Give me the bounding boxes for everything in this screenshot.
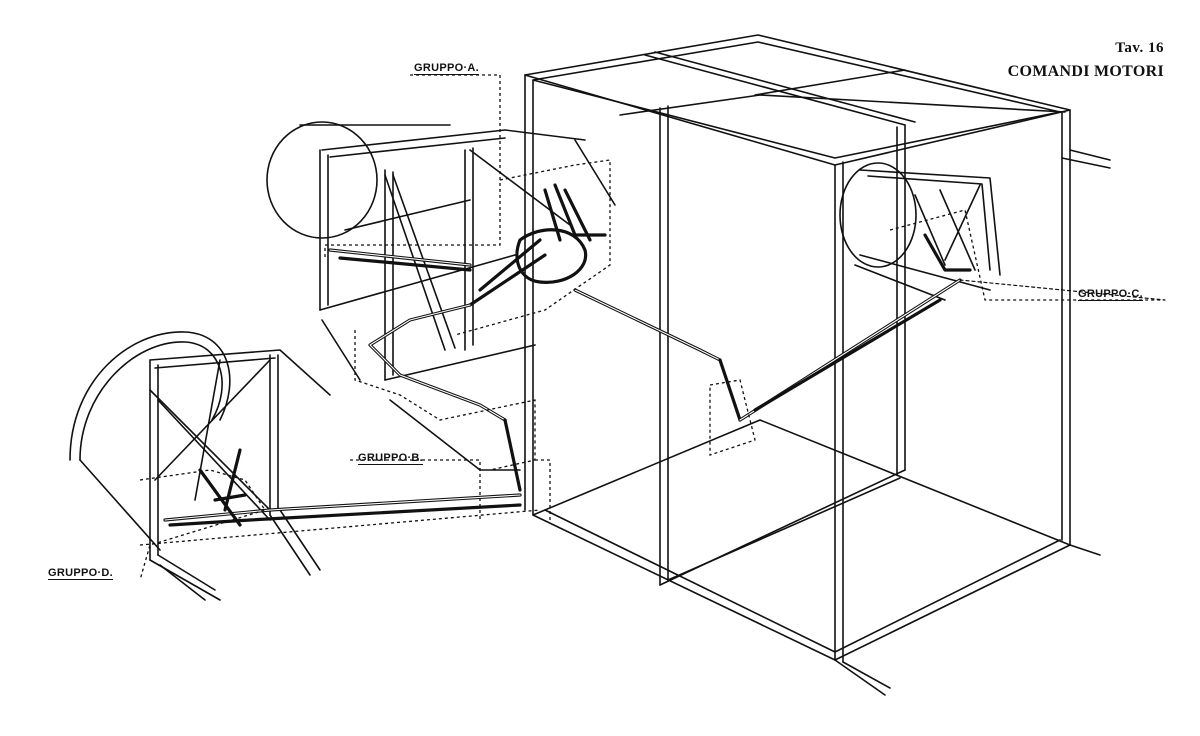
group-outlines	[139, 74, 1165, 581]
plate-title-block: Tav. 16 COMANDI MOTORI	[1008, 40, 1164, 81]
control-rods	[163, 183, 972, 527]
label-group-d: GRUPPO·D.	[48, 567, 114, 579]
label-group-a: GRUPPO·A.	[414, 62, 480, 74]
label-group-c: GRUPPO·C.	[1078, 288, 1144, 300]
plate-title: COMANDI MOTORI	[1007, 63, 1164, 80]
center-nacelle-frame	[266, 121, 616, 471]
label-group-b: GRUPPO·B.	[358, 452, 424, 464]
plate-number: Tav. 16	[1115, 40, 1164, 56]
right-nacelle-frame	[839, 162, 1001, 301]
central-frame	[524, 34, 1111, 696]
left-nacelle-frame	[69, 331, 331, 601]
